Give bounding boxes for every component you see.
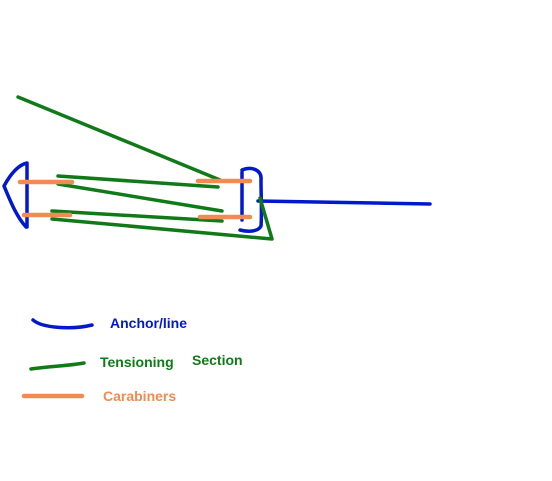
tension-line-2 — [56, 182, 224, 213]
legend-tension-label-section: Section — [192, 352, 243, 368]
legend-anchor-label: Anchor/line — [110, 315, 187, 331]
legend-carabiner-label: Carabiners — [103, 388, 176, 404]
legend-tension-label: Tensioning — [100, 354, 174, 370]
tension-line-1 — [56, 174, 220, 189]
legend-anchor-swatch — [31, 318, 94, 330]
anchor-line — [256, 199, 432, 206]
tension-line-3 — [50, 209, 224, 223]
tension-line-incoming — [16, 95, 222, 182]
tension-line-4 — [50, 196, 274, 241]
legend-tension-swatch — [29, 361, 86, 371]
